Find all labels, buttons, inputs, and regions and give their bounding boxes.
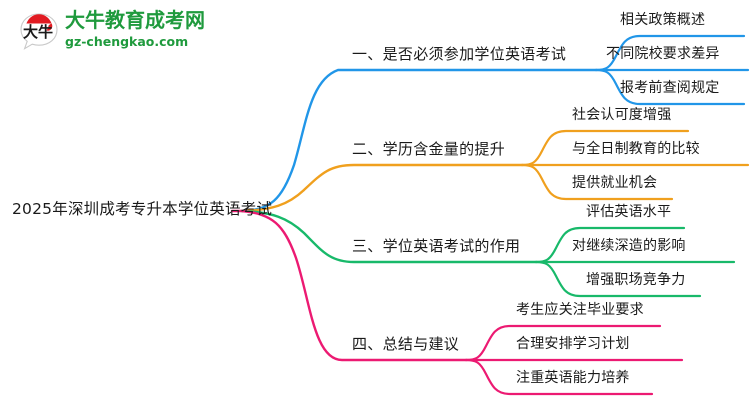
mindmap-root-node[interactable]: 2025年深圳成考专升本学位英语考试 (12, 200, 273, 218)
logo-mark-icon: 大牛 (18, 10, 60, 52)
leaf-node-3-3[interactable]: 增强职场竞争力 (586, 272, 686, 288)
logo-domain: gz-chengkao.com (65, 34, 189, 49)
leaf-node-1-2[interactable]: 不同院校要求差异 (606, 46, 720, 62)
branch-node-4[interactable]: 四、总结与建议 (352, 335, 460, 353)
logo-text-block: 大牛教育成考网 gz-chengkao.com (65, 9, 215, 50)
leaf-node-2-3[interactable]: 提供就业机会 (572, 175, 658, 191)
leaf-node-1-3[interactable]: 报考前查阅规定 (620, 80, 720, 96)
logo-site-name: 大牛教育成考网 (65, 8, 205, 32)
svg-text:大牛: 大牛 (23, 23, 53, 41)
branch-node-3[interactable]: 三、学位英语考试的作用 (352, 237, 521, 255)
leaf-node-4-1[interactable]: 考生应关注毕业要求 (516, 302, 644, 318)
site-logo[interactable]: 大牛 大牛教育成考网 gz-chengkao.com (18, 8, 218, 56)
branch-node-1[interactable]: 一、是否必须参加学位英语考试 (352, 45, 567, 63)
leaf-node-1-1[interactable]: 相关政策概述 (620, 12, 706, 28)
leaf-node-2-2[interactable]: 与全日制教育的比较 (572, 141, 700, 157)
leaf-node-3-2[interactable]: 对继续深造的影响 (572, 238, 686, 254)
leaf-node-3-1[interactable]: 评估英语水平 (586, 204, 672, 220)
leaf-node-4-2[interactable]: 合理安排学习计划 (516, 336, 630, 352)
leaf-node-2-1[interactable]: 社会认可度增强 (572, 107, 672, 123)
branch-node-2[interactable]: 二、学历含金量的提升 (352, 140, 506, 158)
leaf-node-4-3[interactable]: 注重英语能力培养 (516, 370, 630, 386)
